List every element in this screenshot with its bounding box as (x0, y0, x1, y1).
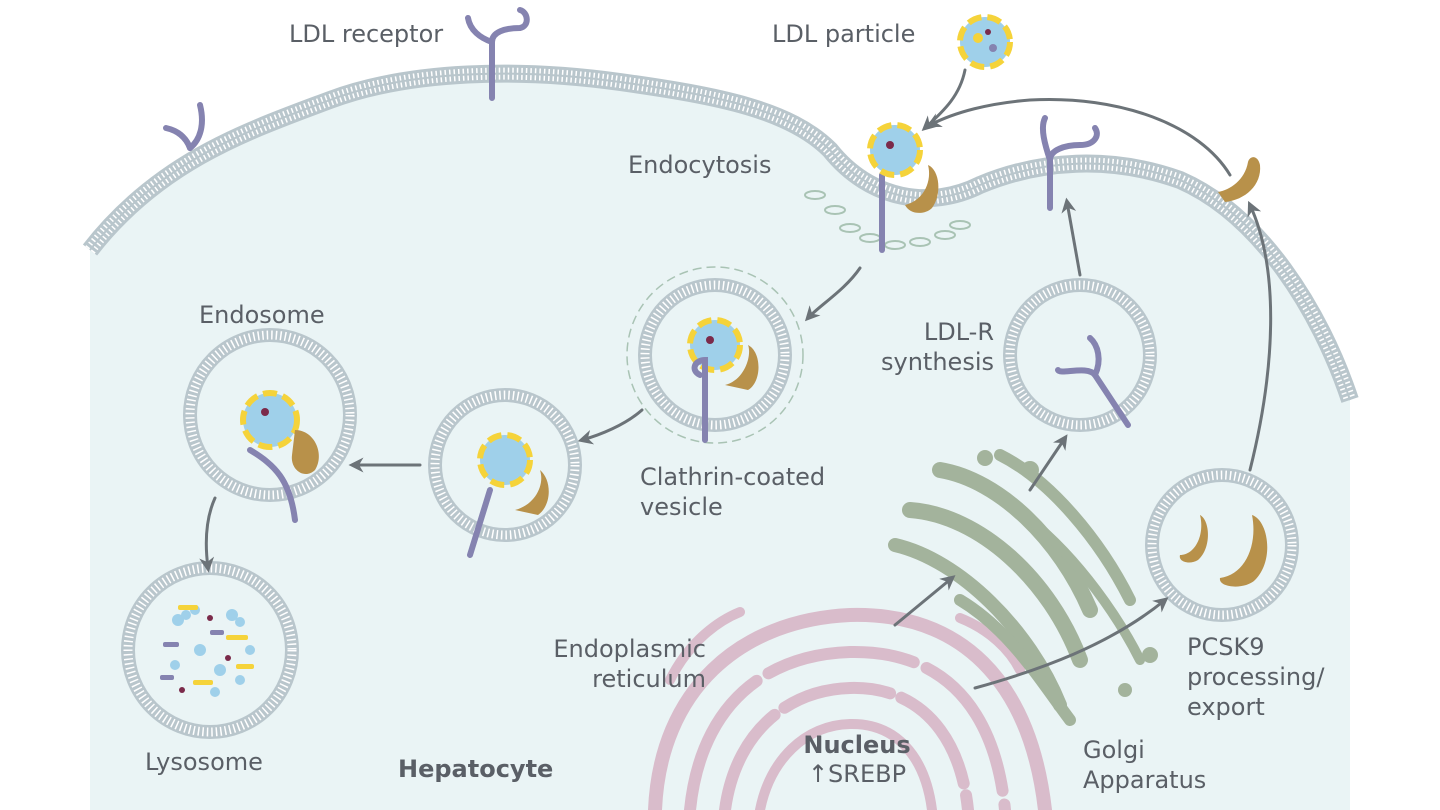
label-pcsk9-line1: PCSK9 (1187, 633, 1264, 661)
arrow-nucleus-to-pcsk9 (973, 597, 1169, 690)
pathway-arrows (199, 68, 1273, 690)
surface-receptor-top (465, 7, 530, 101)
label-endocytosis: Endocytosis (628, 151, 771, 179)
label-srebp: ↑SREBP (808, 760, 906, 788)
label-ldlr-line2: synthesis (881, 348, 994, 376)
uncoated-vesicle (428, 388, 582, 558)
endosome (183, 328, 357, 523)
nucleus (648, 607, 1052, 810)
label-clathrin-line1: Clathrin-coated (640, 463, 825, 491)
arrow-golgi-to-ldlr (1028, 434, 1068, 492)
label-hepatocyte: Hepatocyte (398, 755, 553, 783)
label-ldl-particle: LDL particle (772, 20, 915, 48)
arrow-endocytosis-to-vesicle (804, 266, 862, 322)
golgi-apparatus (888, 449, 1158, 726)
arrow-vesicle-uncoat (577, 408, 644, 445)
pcsk9-protein-outside (1218, 157, 1261, 202)
label-nucleus: Nucleus (803, 731, 910, 759)
label-golgi-line2: Apparatus (1083, 766, 1206, 794)
plasma-membrane (82, 64, 1359, 403)
label-ldl-receptor: LDL receptor (289, 20, 443, 48)
label-pcsk9-line3: export (1187, 693, 1265, 721)
label-ldlr-line1: LDL-R (924, 318, 994, 346)
arrow-pcsk9-export (1247, 200, 1273, 472)
arrow-to-lysosome (199, 496, 217, 573)
label-clathrin-line2: vesicle (640, 493, 723, 521)
label-golgi-line1: Golgi (1083, 736, 1145, 764)
ldl-receptor-complex-membrane (867, 122, 939, 253)
lysosome (121, 561, 299, 739)
label-er-line1: Endoplasmic (553, 635, 706, 663)
pcsk9-processing-vesicle (1145, 468, 1299, 622)
surface-receptor-right (1039, 115, 1100, 211)
clathrin-coated-vesicle (626, 266, 804, 444)
label-endosome: Endosome (199, 301, 325, 329)
surface-receptor-left (163, 102, 205, 151)
arrow-er-to-golgi (893, 575, 956, 627)
ldl-particle-free (957, 14, 1013, 70)
arrow-ldlr-to-membrane (1061, 197, 1082, 277)
label-lysosome: Lysosome (145, 748, 263, 776)
arrow-pcsk9-binding (926, 97, 1232, 177)
cytoplasm (90, 73, 1350, 810)
label-pcsk9-line2: processing/ (1187, 663, 1325, 691)
ldlr-synthesis-vesicle (1003, 278, 1157, 432)
label-er-line2: reticulum (592, 665, 706, 693)
